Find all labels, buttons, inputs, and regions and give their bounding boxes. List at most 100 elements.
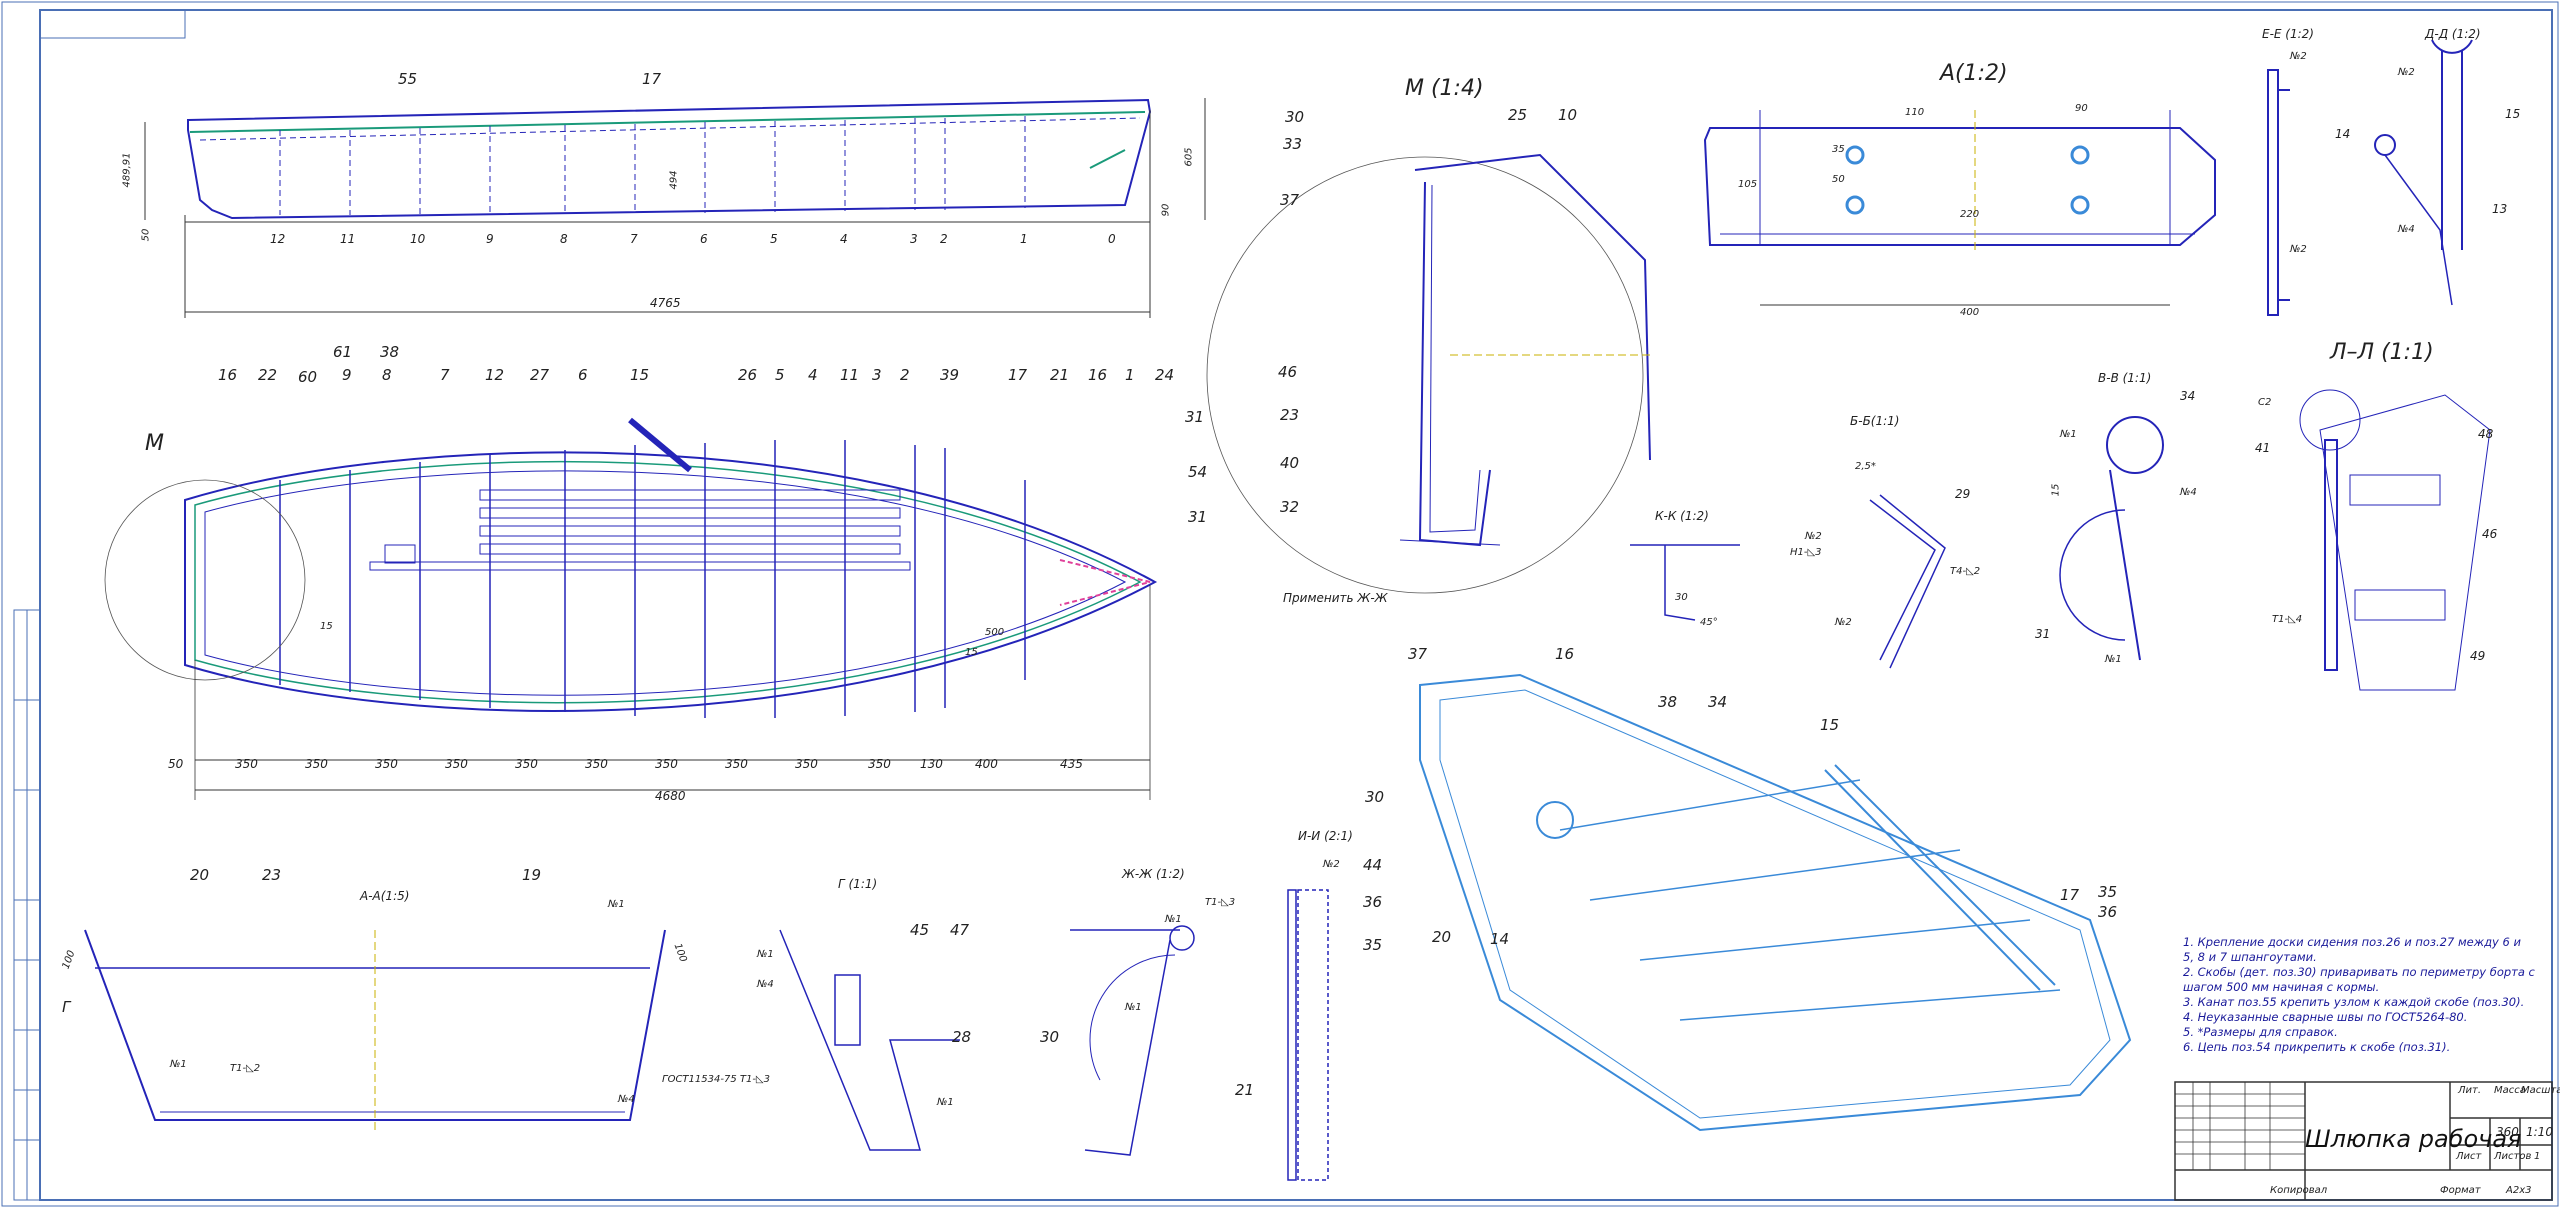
tb-sheets-count: 1 bbox=[2534, 1151, 2541, 1162]
pos-label: 7 bbox=[440, 366, 450, 384]
vv-label: 34 bbox=[2180, 389, 2196, 403]
pos-label: 17 bbox=[1008, 366, 1028, 384]
pos-label: 12 bbox=[485, 366, 505, 384]
zz-label: №1 bbox=[1125, 1002, 1142, 1013]
section-m bbox=[1206, 153, 1651, 594]
dd-label: №4 bbox=[2398, 224, 2415, 235]
g-label: №1 bbox=[757, 949, 774, 960]
pos-label: 5 bbox=[775, 366, 785, 384]
ii-label: №2 bbox=[1323, 859, 1340, 870]
vv-label: 15 bbox=[2050, 483, 2062, 497]
dim-a: 90 bbox=[2075, 103, 2088, 114]
tb-lit-header: Лит. bbox=[2458, 1085, 2482, 1096]
pos-label: 6 bbox=[578, 366, 588, 384]
view-title-g: Г (1:1) bbox=[838, 877, 878, 891]
station-label: 10 bbox=[410, 232, 426, 246]
view-title-kk: К-К (1:2) bbox=[1655, 509, 1709, 523]
ii-label: 21 bbox=[1235, 1081, 1255, 1099]
station-label: 11 bbox=[340, 232, 356, 246]
section-ee-dd bbox=[2267, 39, 2473, 316]
iso-label: 20 bbox=[1432, 928, 1452, 946]
ll-label: С2 bbox=[2258, 397, 2272, 408]
spacing-dim: 350 bbox=[725, 757, 748, 771]
dim-15a: 15 bbox=[965, 647, 978, 658]
m-label: 33 bbox=[1283, 135, 1303, 153]
bb-label: 2,5* bbox=[1855, 461, 1876, 472]
spacing-dim: 350 bbox=[655, 757, 678, 771]
kk-label: 30 bbox=[1675, 592, 1688, 603]
m-label: 23 bbox=[1280, 406, 1300, 424]
pos-label: 21 bbox=[1050, 366, 1070, 384]
spacing-dim: 400 bbox=[975, 757, 998, 771]
view-title-bb: Б-Б(1:1) bbox=[1850, 414, 1900, 428]
ii-label: 36 bbox=[1363, 893, 1383, 911]
spacing-dim: 350 bbox=[795, 757, 818, 771]
pos-label: 16 bbox=[1088, 366, 1108, 384]
m-label: 10 bbox=[1558, 106, 1578, 124]
ll-label: Т1-◺4 bbox=[2272, 614, 2303, 625]
pos-label: 22 bbox=[258, 366, 278, 384]
spacing-dim: 350 bbox=[445, 757, 468, 771]
iso-label: 37 bbox=[1408, 645, 1428, 663]
pos-label: 38 bbox=[380, 343, 400, 361]
pos-label: 24 bbox=[1155, 366, 1175, 384]
note-item: 6. Цепь поз.54 прикрепить к скобе (поз.3… bbox=[2183, 1040, 2451, 1054]
pos-label: 11 bbox=[840, 366, 860, 384]
g-label: №1 bbox=[937, 1097, 954, 1108]
view-title-m: М (1:4) bbox=[1405, 76, 1484, 101]
aa-label: 23 bbox=[262, 866, 282, 884]
aa-label: 19 bbox=[522, 866, 542, 884]
spacing-dim: 350 bbox=[235, 757, 258, 771]
dim-h-right: 605 bbox=[1183, 147, 1195, 167]
station-label: 12 bbox=[270, 232, 286, 246]
g-label: №4 bbox=[757, 979, 774, 990]
plan-total-dim: 4680 bbox=[655, 789, 686, 803]
aa-label: Г bbox=[62, 998, 71, 1016]
pos-label: 9 bbox=[342, 366, 352, 384]
bb-label: №2 bbox=[1805, 531, 1822, 542]
pos-label: 26 bbox=[738, 366, 758, 384]
view-title-ee: Е-Е (1:2) bbox=[2262, 27, 2314, 41]
station-label: 6 bbox=[700, 232, 708, 246]
tb-copied: Копировал bbox=[2270, 1185, 2328, 1196]
dd-label: №2 bbox=[2398, 67, 2415, 78]
tb-scale: 1:10 bbox=[2526, 1125, 2553, 1139]
section-a bbox=[1703, 110, 2216, 306]
station-label: 2 bbox=[940, 232, 948, 246]
spacing-dim: 350 bbox=[585, 757, 608, 771]
tb-format: Формат bbox=[2440, 1185, 2481, 1196]
pos-label: 15 bbox=[630, 366, 650, 384]
dim-a: 50 bbox=[1832, 174, 1845, 185]
iso-label: 38 bbox=[1658, 693, 1678, 711]
zz-label: 30 bbox=[1040, 1028, 1060, 1046]
zz-label: Т1-◺3 bbox=[1205, 897, 1236, 908]
iso-label: 34 bbox=[1708, 693, 1728, 711]
section-g bbox=[779, 929, 960, 1151]
ee-label: №2 bbox=[2290, 51, 2307, 62]
ee-label: №2 bbox=[2290, 244, 2307, 255]
station-label: 8 bbox=[560, 232, 568, 246]
iso-view bbox=[1419, 673, 2132, 1132]
station-label: 3 bbox=[910, 232, 918, 246]
dd-label: 13 bbox=[2492, 202, 2508, 216]
aa-label: ГОСТ11534-75 Т1-◺3 bbox=[662, 1074, 770, 1085]
section-kk bbox=[1630, 544, 1740, 621]
pos-label: 1 bbox=[1125, 366, 1135, 384]
note-item: 5. *Размеры для справок. bbox=[2183, 1025, 2338, 1039]
plan-view bbox=[104, 417, 1158, 800]
m-label: 30 bbox=[1285, 108, 1305, 126]
note-item: 1. Крепление доски сидения поз.26 и поз.… bbox=[2183, 935, 2521, 964]
iso-label: 17 bbox=[2060, 886, 2080, 904]
view-title-ll: Л–Л (1:1) bbox=[2330, 340, 2434, 365]
aa-label: Т1-◺2 bbox=[230, 1063, 261, 1074]
kk-label: 45° bbox=[1700, 617, 1718, 628]
section-ll bbox=[2299, 389, 2491, 691]
pos-label: 61 bbox=[333, 343, 353, 361]
pos-label: 4 bbox=[808, 366, 818, 384]
iso-label: 16 bbox=[1555, 645, 1575, 663]
iso-label: 15 bbox=[1820, 716, 1840, 734]
section-bb bbox=[1869, 494, 1946, 669]
side-view bbox=[144, 98, 1206, 318]
ll-label: 49 bbox=[2470, 649, 2486, 663]
